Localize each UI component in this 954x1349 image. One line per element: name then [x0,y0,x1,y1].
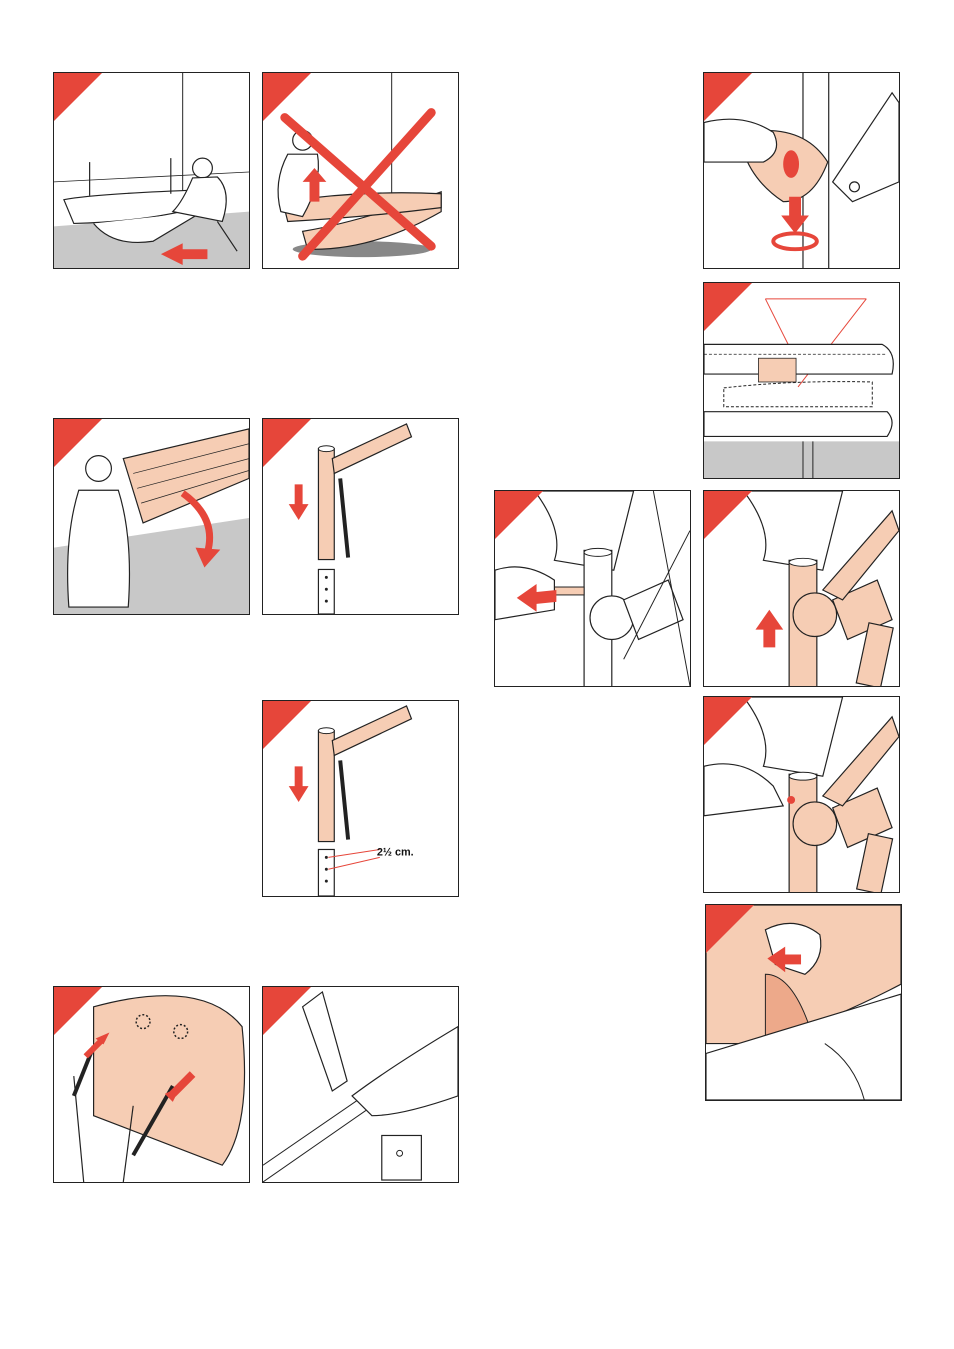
panel-canopy-position [703,282,900,479]
up-arrow-icon [755,610,783,648]
step-corner-marker [263,73,311,121]
step-corner-marker [704,491,752,539]
panel-fold-cover [705,904,902,1101]
panel-lower-column [262,418,459,615]
down-arrow-icon [289,766,309,802]
down-arrow-icon [781,197,809,234]
panel-canopy-screws [53,986,250,1183]
step-corner-marker [263,987,311,1035]
step-corner-marker [54,987,102,1035]
panel-pull-pin [494,490,691,687]
panel-loosen-bracket [262,986,459,1183]
panel-tilt-canopy [53,418,250,615]
step-corner-marker [54,419,102,467]
step-corner-marker [704,73,752,121]
step-corner-marker [704,697,752,745]
panel-slide-bed-out [53,72,250,269]
panel-do-not-lift [262,72,459,269]
panel-lower-column-measure: 2½ cm. [262,700,459,897]
panel-remove-ring [703,72,900,269]
step-corner-marker [263,701,311,749]
step-corner-marker [706,905,754,953]
measurement-label: 2½ cm. [377,846,414,858]
panel-raise-column [703,490,900,687]
panel-insert-pin [703,696,900,893]
step-corner-marker [495,491,543,539]
step-corner-marker [263,419,311,467]
step-corner-marker [54,73,102,121]
down-arrow-icon [289,484,309,520]
step-corner-marker [704,283,752,331]
